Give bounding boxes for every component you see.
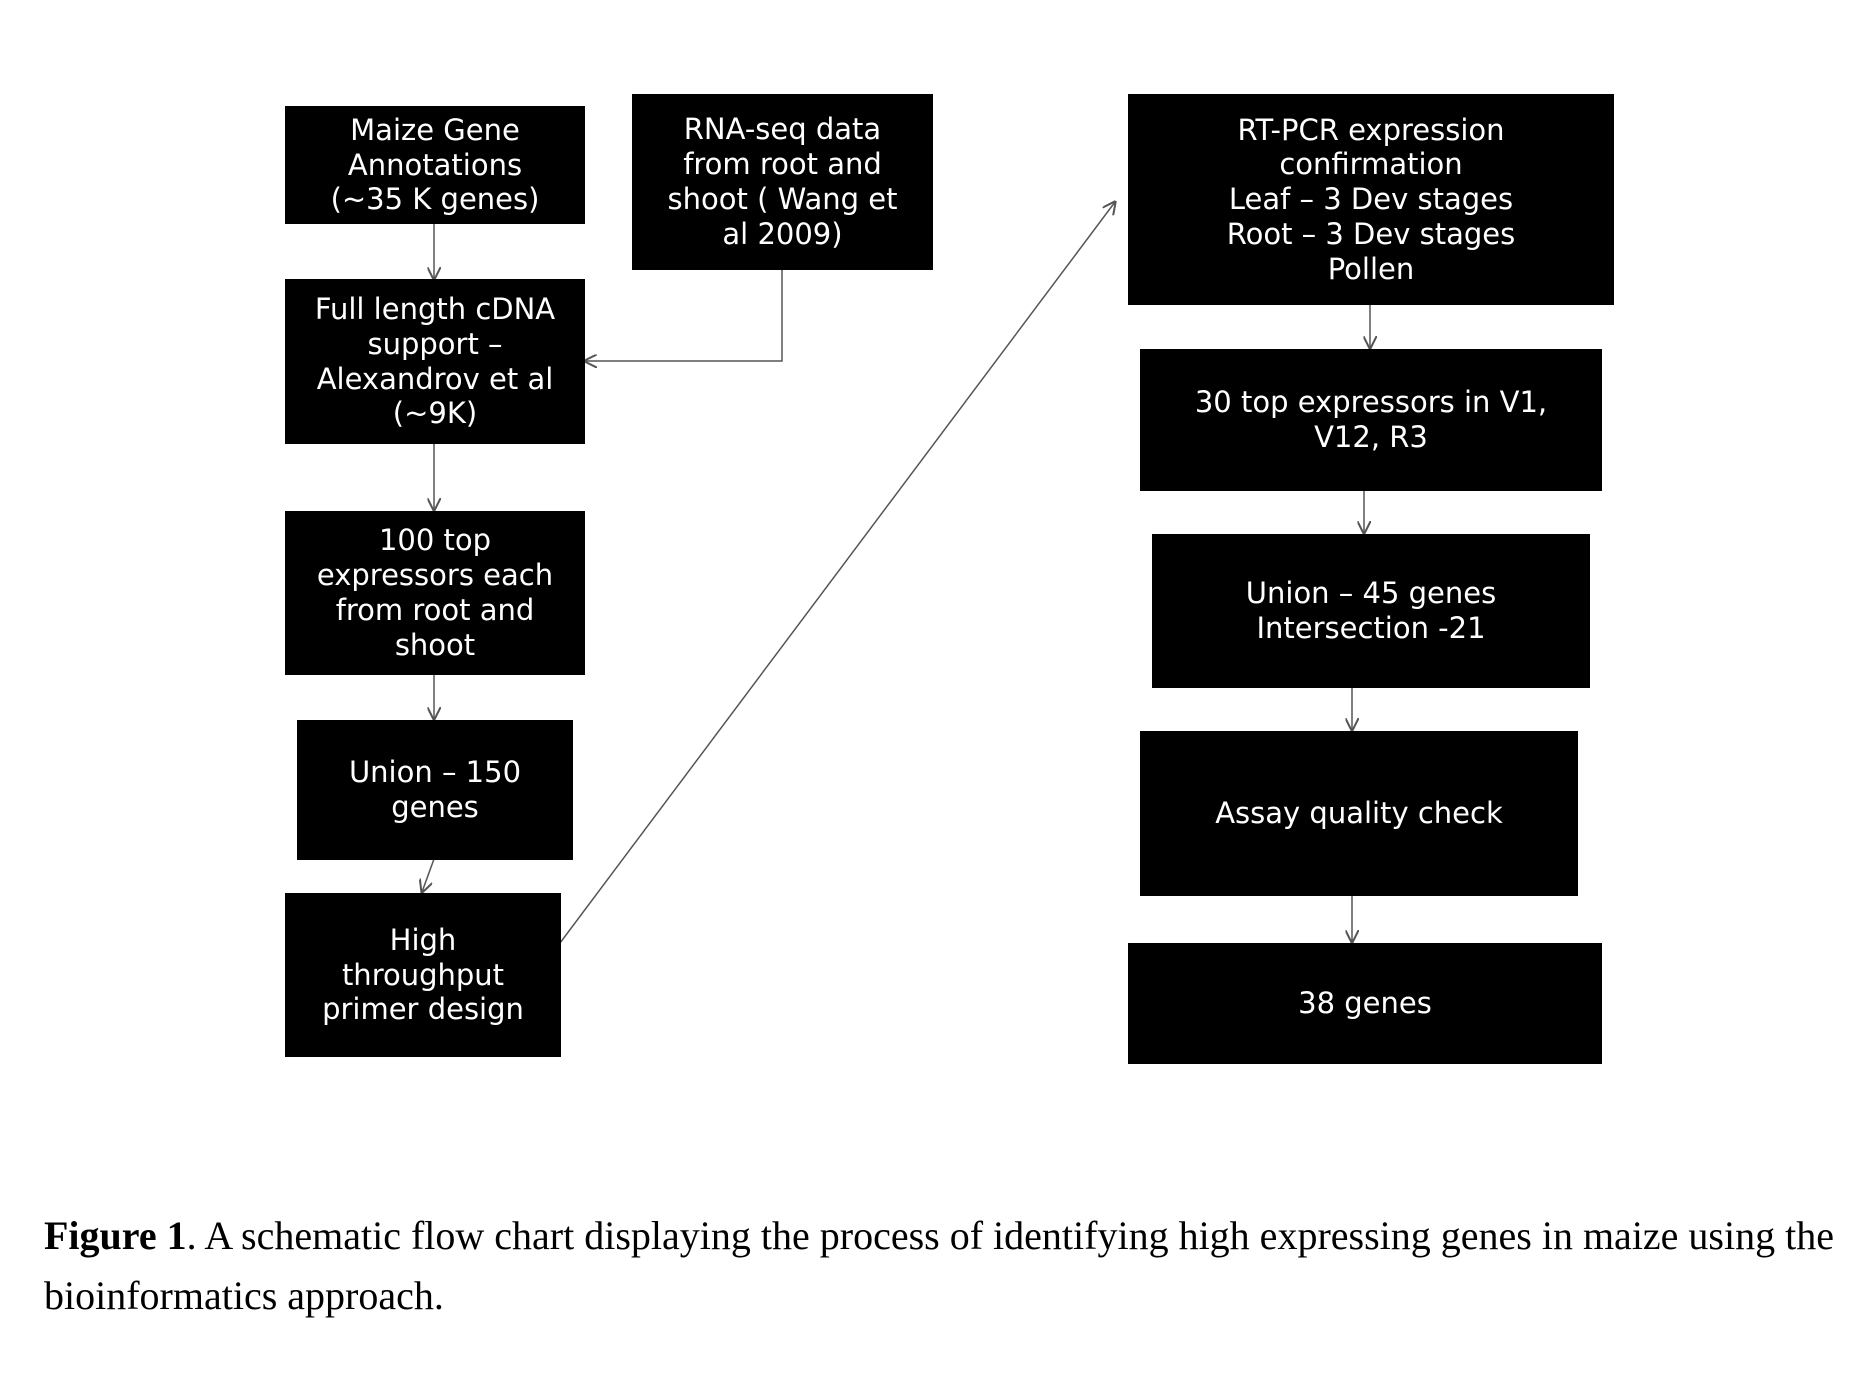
box-label-line: (~9K) xyxy=(393,396,477,431)
figure-caption: Figure 1. A schematic flow chart display… xyxy=(44,1206,1844,1326)
box-label-line: Annotations xyxy=(348,148,522,183)
box-label-line: 30 top expressors in V1, xyxy=(1195,385,1547,420)
box-label-line: Union – 150 xyxy=(349,755,521,790)
box-label-line: Maize Gene xyxy=(350,113,520,148)
box-union-45: Union – 45 genesIntersection -21 xyxy=(1152,534,1590,688)
box-text: Full length cDNAsupport –Alexandrov et a… xyxy=(315,292,555,431)
box-label-line: Pollen xyxy=(1328,252,1415,287)
box-top-expressors-100: 100 topexpressors eachfrom root andshoot xyxy=(285,511,585,675)
box-label-line: V12, R3 xyxy=(1314,420,1428,455)
box-label-line: Alexandrov et al xyxy=(317,362,554,397)
box-assay-quality-check: Assay quality check xyxy=(1140,731,1578,896)
box-label-line: support – xyxy=(367,327,502,362)
box-label-line: 100 top xyxy=(379,523,491,558)
box-rna-seq-data: RNA-seq datafrom root andshoot ( Wang et… xyxy=(632,94,933,270)
box-label-line: Root – 3 Dev stages xyxy=(1227,217,1515,252)
arrow-rnaseq-to-cdna xyxy=(585,269,782,361)
box-label-line: Intersection -21 xyxy=(1256,611,1485,646)
box-label-line: from root and xyxy=(336,593,535,628)
box-text: Union – 45 genesIntersection -21 xyxy=(1246,576,1496,646)
box-label-line: (~35 K genes) xyxy=(331,182,540,217)
box-label-line: RNA-seq data xyxy=(684,112,881,147)
box-label-line: al 2009) xyxy=(722,217,842,252)
box-label-line: primer design xyxy=(322,992,524,1027)
box-top-expressors-30: 30 top expressors in V1,V12, R3 xyxy=(1140,349,1602,491)
box-text: 38 genes xyxy=(1298,986,1432,1021)
box-primer-design: Highthroughputprimer design xyxy=(285,893,561,1057)
box-text: Maize GeneAnnotations(~35 K genes) xyxy=(331,113,540,217)
box-label-line: 38 genes xyxy=(1298,986,1432,1021)
figure-label: Figure 1 xyxy=(44,1213,187,1258)
box-text: 30 top expressors in V1,V12, R3 xyxy=(1195,385,1547,455)
box-text: RT-PCR expressionconfirmationLeaf – 3 De… xyxy=(1227,113,1515,287)
box-label-line: Union – 45 genes xyxy=(1246,576,1496,611)
box-maize-gene-annotations: Maize GeneAnnotations(~35 K genes) xyxy=(285,106,585,224)
box-label-line: Full length cDNA xyxy=(315,292,555,327)
box-text: RNA-seq datafrom root andshoot ( Wang et… xyxy=(668,112,898,251)
box-label-line: confirmation xyxy=(1279,147,1462,182)
box-union-150: Union – 150genes xyxy=(297,720,573,860)
box-label-line: from root and xyxy=(683,147,882,182)
arrow-union150-to-primer xyxy=(422,859,434,892)
box-rt-pcr-confirmation: RT-PCR expressionconfirmationLeaf – 3 De… xyxy=(1128,94,1614,305)
box-label-line: Assay quality check xyxy=(1215,796,1503,831)
box-text: 100 topexpressors eachfrom root andshoot xyxy=(317,523,553,662)
box-text: Highthroughputprimer design xyxy=(322,923,524,1027)
box-text: Union – 150genes xyxy=(349,755,521,825)
box-label-line: RT-PCR expression xyxy=(1237,113,1504,148)
figure-caption-text: . A schematic flow chart displaying the … xyxy=(44,1213,1834,1318)
box-text: Assay quality check xyxy=(1215,796,1503,831)
box-label-line: shoot xyxy=(395,628,475,663)
box-label-line: expressors each xyxy=(317,558,553,593)
box-label-line: shoot ( Wang et xyxy=(668,182,898,217)
box-label-line: throughput xyxy=(342,958,504,993)
box-38-genes: 38 genes xyxy=(1128,943,1602,1064)
box-label-line: Leaf – 3 Dev stages xyxy=(1229,182,1513,217)
box-full-length-cdna: Full length cDNAsupport –Alexandrov et a… xyxy=(285,279,585,444)
box-label-line: genes xyxy=(391,790,479,825)
box-label-line: High xyxy=(390,923,457,958)
arrow-primer-to-rtpcr xyxy=(560,202,1115,943)
